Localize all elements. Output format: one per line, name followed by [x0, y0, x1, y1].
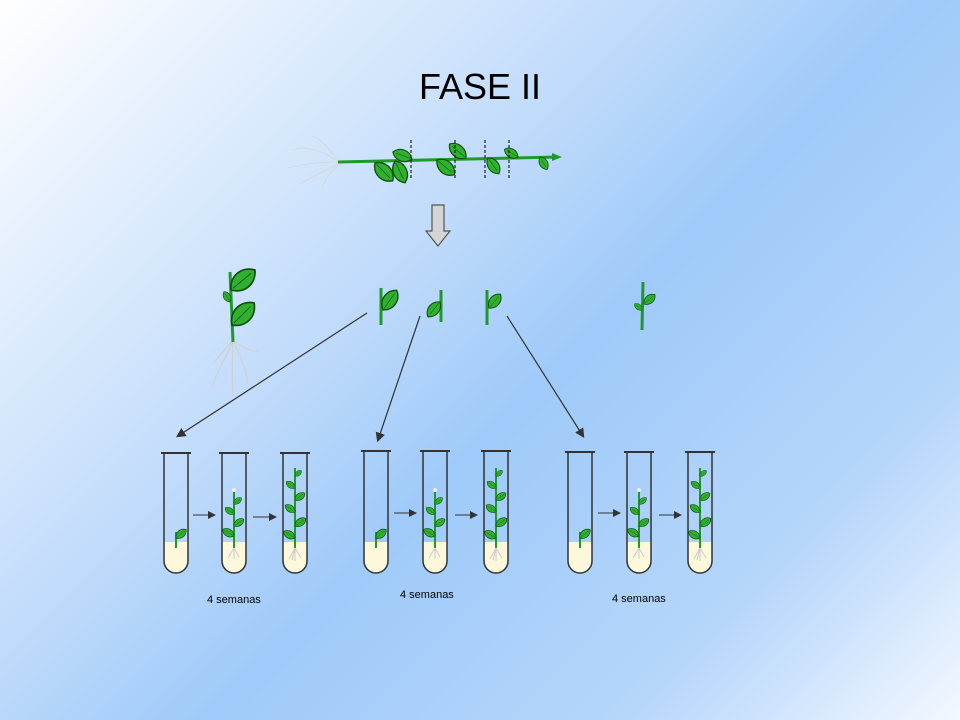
- down-arrow-icon: [424, 204, 452, 247]
- test-tube-icon: [565, 451, 595, 574]
- nodal-segment-icon: [423, 290, 445, 322]
- duration-caption: 4 semanas: [612, 593, 666, 605]
- test-tube-icon: [624, 451, 654, 574]
- apex-segment-icon: [632, 281, 659, 331]
- test-tube-icon: [685, 451, 715, 574]
- arrow-icon: [175, 312, 585, 443]
- slide-title: FASE II: [418, 66, 542, 107]
- test-tube-icon: [161, 452, 191, 574]
- test-tube-icon: [219, 452, 249, 574]
- test-tube-icon: [280, 452, 310, 574]
- test-tube-icon: [420, 450, 450, 574]
- duration-caption: 4 semanas: [400, 589, 454, 601]
- rooted-plant-icon: [211, 262, 262, 397]
- nodal-segment-icon: [484, 290, 505, 325]
- test-tube-icon: [361, 450, 391, 574]
- source-stem-icon: [287, 135, 562, 189]
- duration-caption: 4 semanas: [207, 594, 261, 606]
- test-tube-icon: [481, 450, 511, 574]
- nodal-segment-icon: [376, 285, 403, 325]
